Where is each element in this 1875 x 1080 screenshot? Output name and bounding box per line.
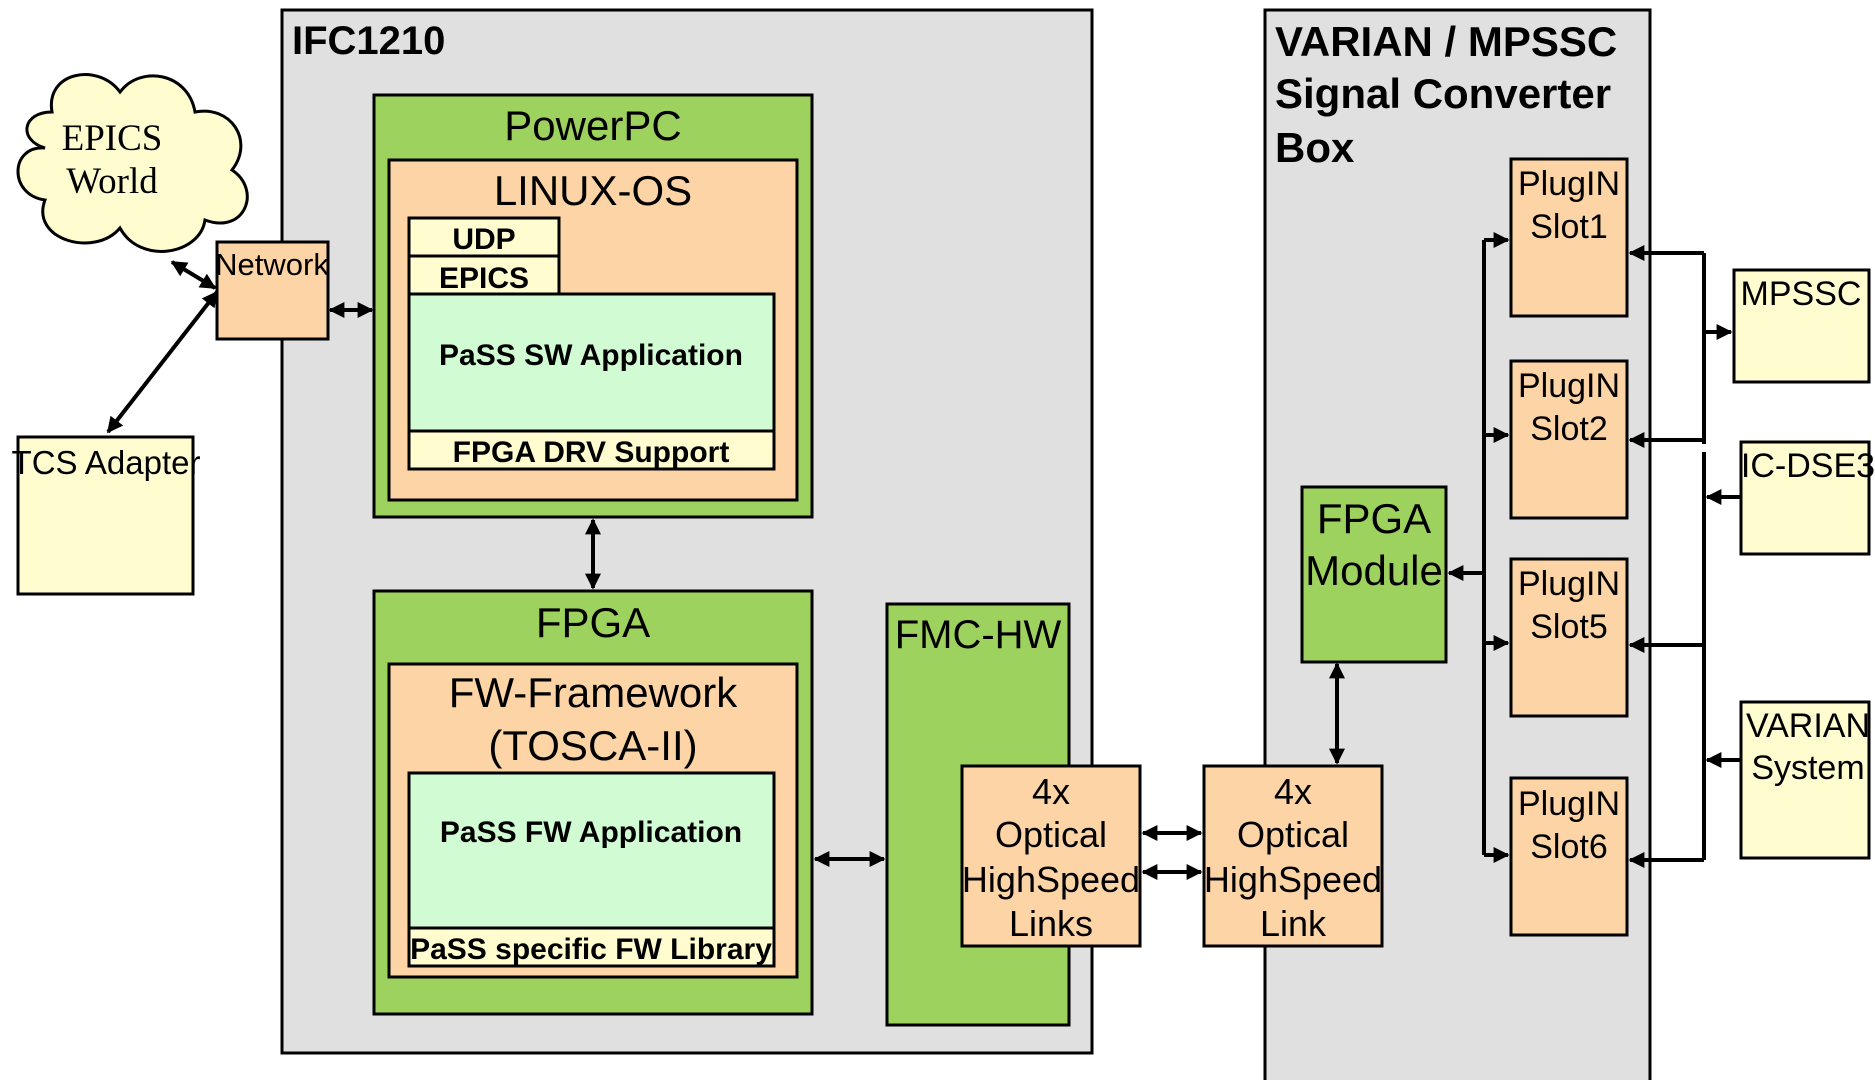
optical-links-ifc-line4: Links bbox=[1009, 903, 1093, 944]
plugin-slot6-line2: Slot6 bbox=[1530, 828, 1608, 866]
optical-links-ifc-line1: 4x bbox=[1032, 771, 1070, 812]
plugin-slot5-line1: PlugIN bbox=[1518, 565, 1620, 603]
varian-title-line1: VARIAN / MPSSC bbox=[1275, 18, 1617, 65]
plugin-slot2-line2: Slot2 bbox=[1530, 410, 1608, 448]
udp-block bbox=[407, 216, 561, 258]
fmc-hw-label: FMC-HW bbox=[895, 613, 1062, 657]
pass-fw-application-label: PaSS FW Application bbox=[440, 816, 742, 849]
tcs-adapter-block bbox=[16, 435, 195, 596]
pass-fw-library-block bbox=[407, 926, 776, 968]
epics-world-cloud: EPICS World bbox=[16, 73, 249, 253]
fpga-module-block bbox=[1300, 485, 1448, 664]
varian-title-line2: Signal Converter bbox=[1275, 70, 1611, 117]
plugin-slot5-block bbox=[1509, 557, 1629, 718]
linux-os-label: LINUX-OS bbox=[494, 167, 692, 214]
network-block bbox=[215, 240, 330, 341]
varian-system-line1: VARIAN bbox=[1746, 707, 1870, 745]
epics-world-label-line1: EPICS bbox=[62, 118, 163, 159]
optical-link-varian-line4: Link bbox=[1260, 903, 1327, 944]
connector-cloud-network bbox=[170, 260, 217, 290]
optical-links-ifc-line2: Optical bbox=[995, 814, 1107, 855]
tcs-adapter-label: TCS Adapter bbox=[12, 444, 201, 481]
fpga-label: FPGA bbox=[536, 599, 650, 646]
fpga-module-label-line1: FPGA bbox=[1317, 495, 1431, 542]
optical-links-ifc-block bbox=[960, 764, 1142, 948]
pass-sw-application-block bbox=[407, 292, 776, 433]
plugin-slot6-line1: PlugIN bbox=[1518, 785, 1620, 823]
plugin-slot6-block bbox=[1509, 776, 1629, 937]
plugin-slot5-line2: Slot5 bbox=[1530, 608, 1608, 646]
pass-fw-library-label: PaSS specific FW Library bbox=[410, 933, 772, 966]
optical-link-varian-line2: Optical bbox=[1237, 814, 1349, 855]
plugin-slot1-block bbox=[1509, 157, 1629, 318]
varian-system-block bbox=[1739, 700, 1871, 860]
fpga-module-label-line2: Module bbox=[1305, 547, 1443, 594]
powerpc-label: PowerPC bbox=[504, 102, 681, 149]
epics-label: EPICS bbox=[439, 262, 529, 295]
optical-link-varian-block bbox=[1202, 764, 1384, 948]
fpga-drv-support-block bbox=[407, 429, 776, 471]
fpga-drv-support-label: FPGA DRV Support bbox=[453, 436, 730, 469]
connectors bbox=[106, 232, 1741, 880]
plugin-slot2-line1: PlugIN bbox=[1518, 367, 1620, 405]
epics-block bbox=[407, 254, 561, 296]
mpssc-label: MPSSC bbox=[1741, 275, 1862, 313]
udp-label: UDP bbox=[452, 223, 515, 256]
pass-fw-application-block bbox=[407, 771, 776, 930]
ic-dse3-label: IC-DSE3 bbox=[1741, 447, 1875, 485]
connector-network-tcs bbox=[106, 290, 219, 434]
plugin-slot1-line2: Slot1 bbox=[1530, 208, 1608, 246]
ifc1210-title: IFC1210 bbox=[292, 19, 445, 63]
plugin-slot1-line1: PlugIN bbox=[1518, 165, 1620, 203]
optical-links-ifc-line3: HighSpeed bbox=[962, 859, 1140, 900]
pass-sw-application-label: PaSS SW Application bbox=[439, 339, 743, 372]
optical-link-varian-line1: 4x bbox=[1274, 771, 1312, 812]
varian-title-line3: Box bbox=[1275, 124, 1355, 171]
network-label: Network bbox=[215, 247, 329, 282]
optical-link-varian-line3: HighSpeed bbox=[1204, 859, 1382, 900]
fw-framework-label-line2: (TOSCA-II) bbox=[488, 722, 697, 769]
fw-framework-label-line1: FW-Framework bbox=[449, 669, 739, 716]
epics-world-label-line2: World bbox=[66, 161, 158, 202]
mpssc-block bbox=[1732, 268, 1871, 384]
plugin-slot2-block bbox=[1509, 359, 1629, 520]
varian-system-line2: System bbox=[1751, 749, 1864, 787]
